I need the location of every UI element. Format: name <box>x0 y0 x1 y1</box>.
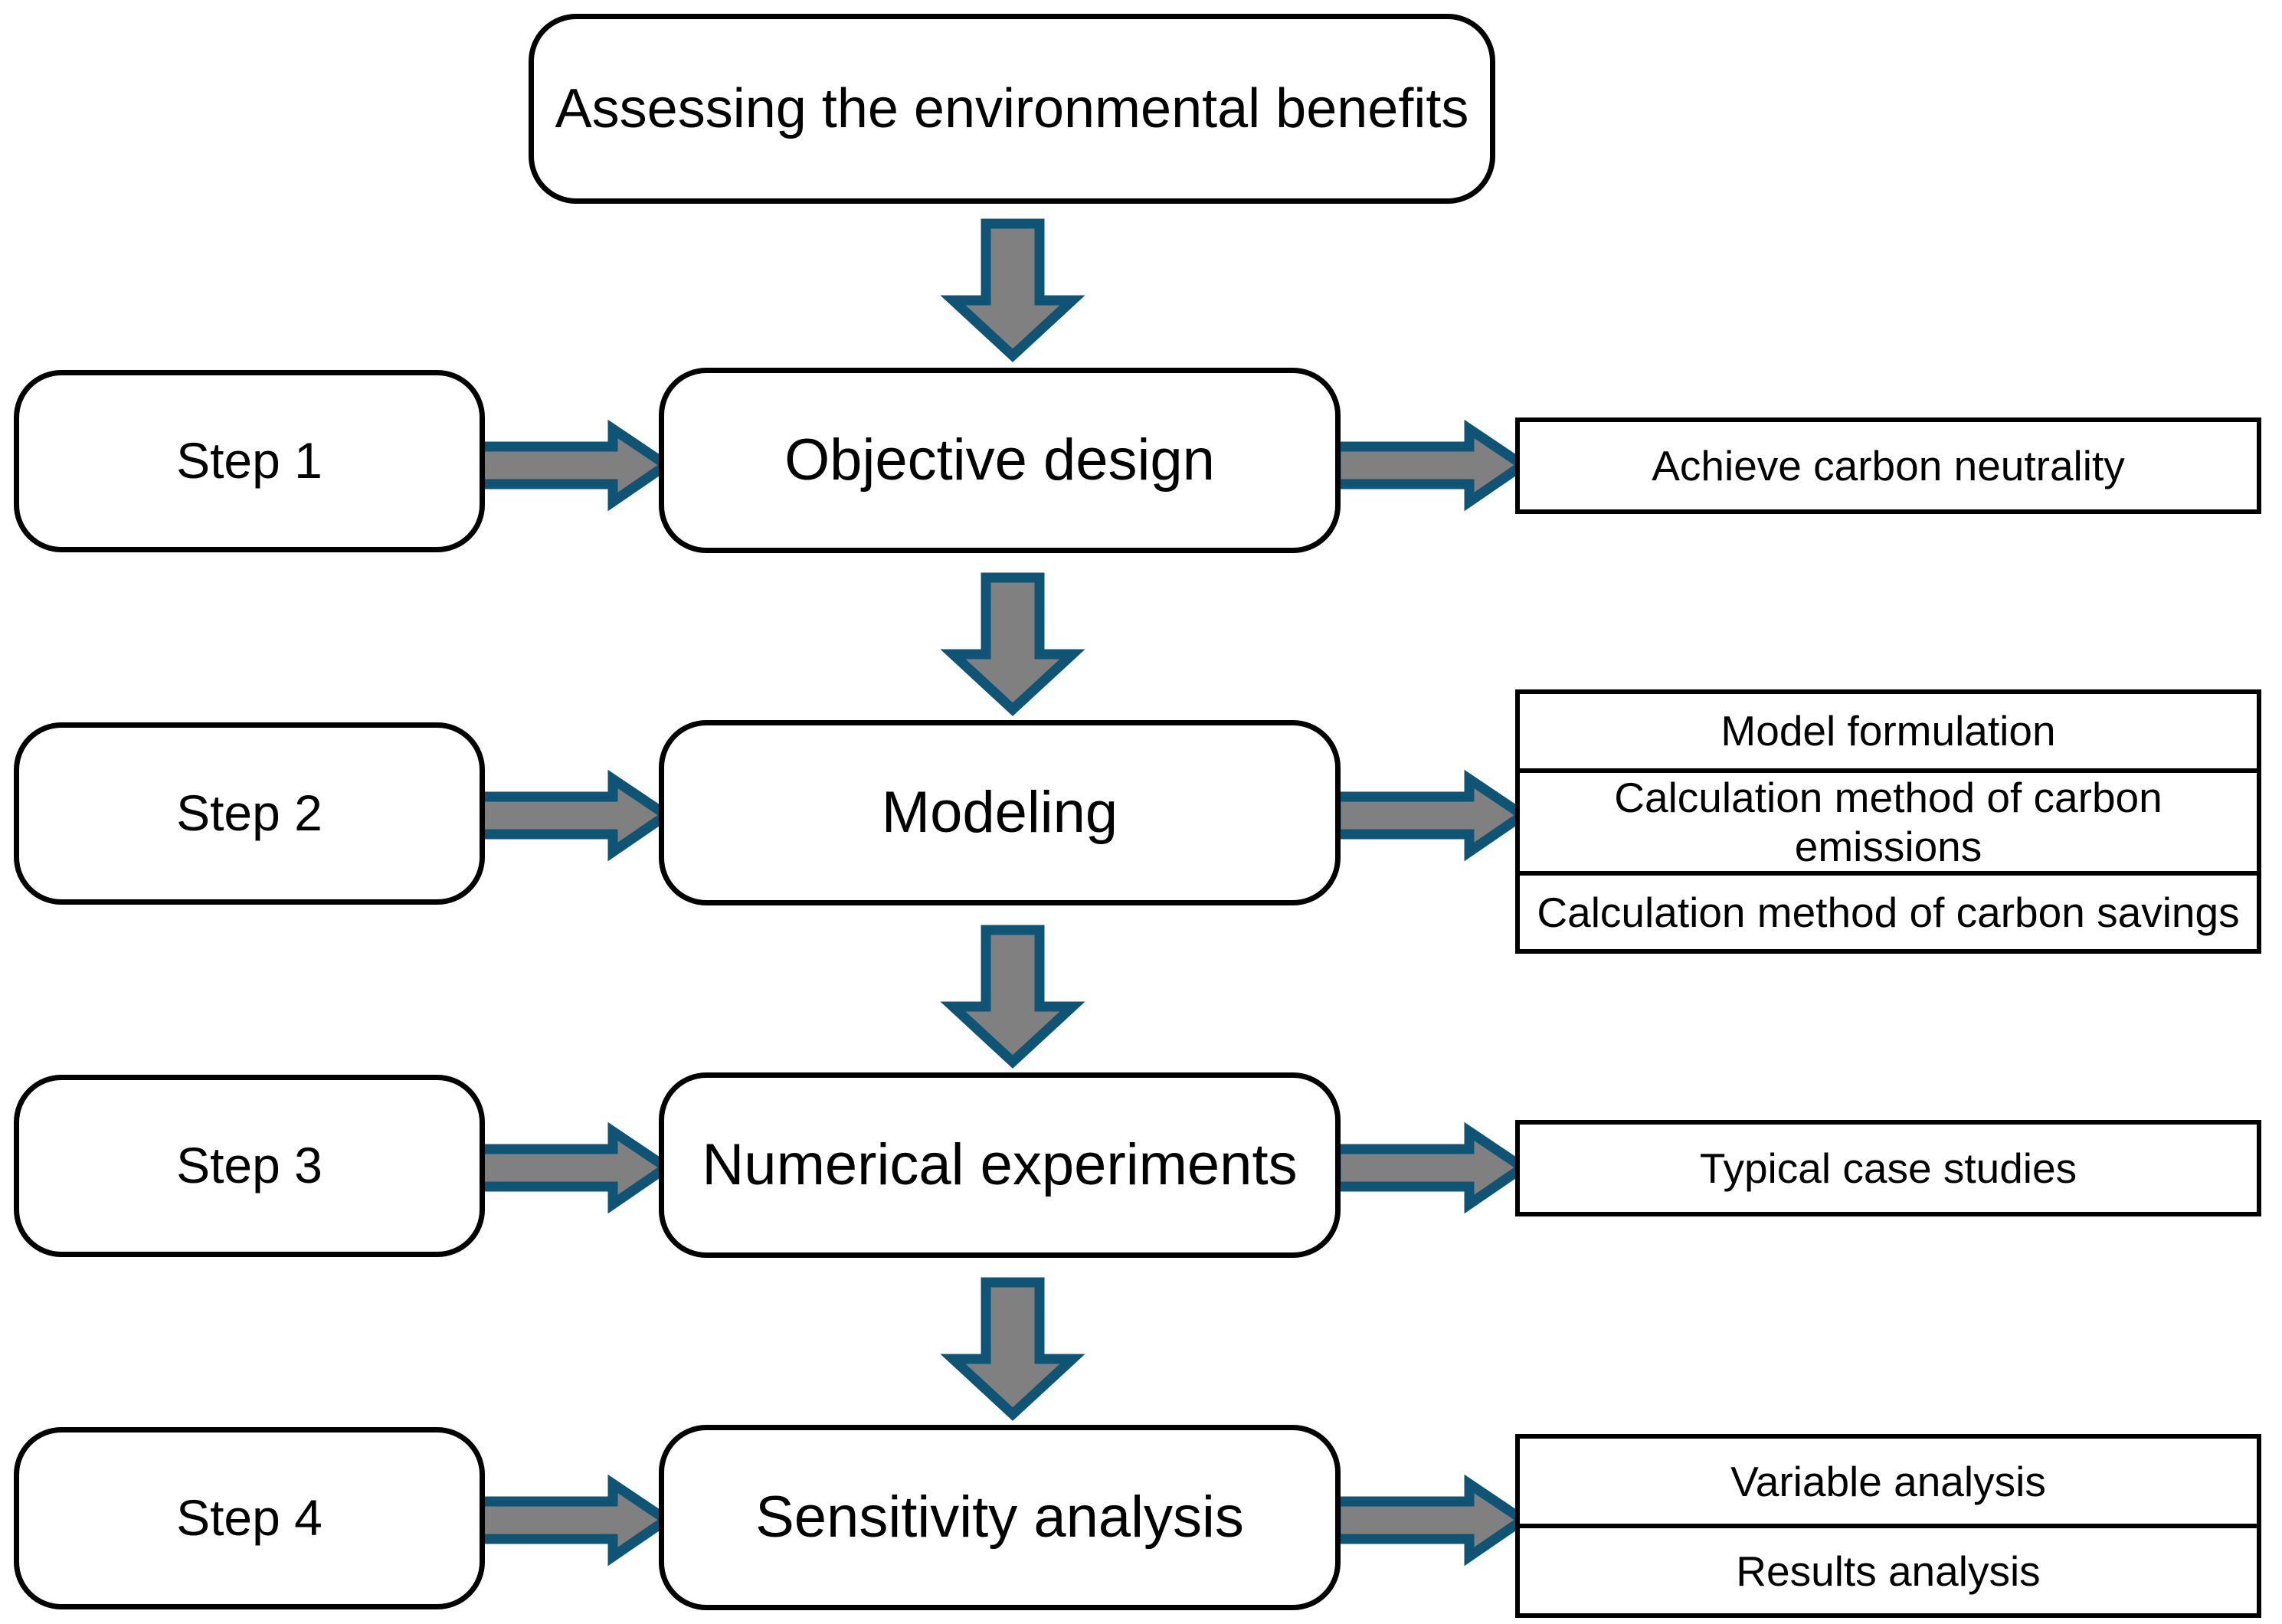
arrow-right-icon-step1-to-process1 <box>474 419 676 512</box>
title-box: Assessing the environmental benefits <box>529 14 1495 204</box>
arrow-right-icon-step4-to-process4 <box>474 1474 676 1567</box>
process-box-2: Modeling <box>659 720 1341 905</box>
output-box-group-1: Achieve carbon neutrality <box>1515 417 2261 514</box>
arrow-right-icon-process2-to-output2 <box>1331 769 1532 862</box>
step-box-1-label: Step 1 <box>176 432 322 489</box>
title-box-label: Assessing the environmental benefits <box>555 77 1469 139</box>
output-row: Achieve carbon neutrality <box>1652 442 2125 489</box>
process-box-1: Objective design <box>659 368 1341 553</box>
output-box-group-4: Variable analysis Results analysis <box>1515 1434 2261 1618</box>
step-box-4-label: Step 4 <box>176 1489 322 1547</box>
output-box-group-3: Typical case studies <box>1515 1120 2261 1216</box>
process-box-2-label: Modeling <box>881 780 1118 846</box>
step-box-3-label: Step 3 <box>176 1137 322 1194</box>
output-row: Calculation method of carbon savings <box>1537 888 2240 936</box>
arrow-down-icon-step1-to-step2 <box>940 572 1085 716</box>
step-box-2: Step 2 <box>14 722 485 905</box>
process-box-3-label: Numerical experiments <box>702 1132 1298 1198</box>
output-row: Model formulation <box>1520 694 2257 773</box>
process-box-3: Numerical experiments <box>659 1072 1341 1258</box>
step-box-2-label: Step 2 <box>176 784 322 842</box>
output-row: Typical case studies <box>1699 1144 2077 1192</box>
step-box-4: Step 4 <box>14 1427 485 1609</box>
output-row: Results analysis <box>1736 1547 2041 1595</box>
process-box-4: Sensitivity analysis <box>659 1425 1341 1610</box>
arrow-down-icon-step3-to-step4 <box>940 1277 1085 1421</box>
arrow-right-icon-step2-to-process2 <box>474 769 676 862</box>
arrow-right-icon-process3-to-output3 <box>1331 1121 1532 1214</box>
arrow-right-icon-process4-to-output4 <box>1331 1474 1532 1567</box>
output-row: Variable analysis <box>1520 1439 2257 1528</box>
arrow-right-icon-process1-to-output1 <box>1331 419 1532 512</box>
process-box-1-label: Objective design <box>784 427 1215 493</box>
output-box-group-2: Model formulation Calculation method of … <box>1515 689 2261 954</box>
arrow-right-icon-step3-to-process3 <box>474 1121 676 1214</box>
step-box-3: Step 3 <box>14 1075 485 1257</box>
step-box-1: Step 1 <box>14 370 485 552</box>
process-box-4-label: Sensitivity analysis <box>755 1485 1244 1550</box>
arrow-down-icon-step2-to-step3 <box>940 925 1085 1069</box>
output-row: Calculation method of carbon emissions <box>1520 773 2257 876</box>
arrow-down-icon-title-to-step1 <box>940 218 1085 362</box>
